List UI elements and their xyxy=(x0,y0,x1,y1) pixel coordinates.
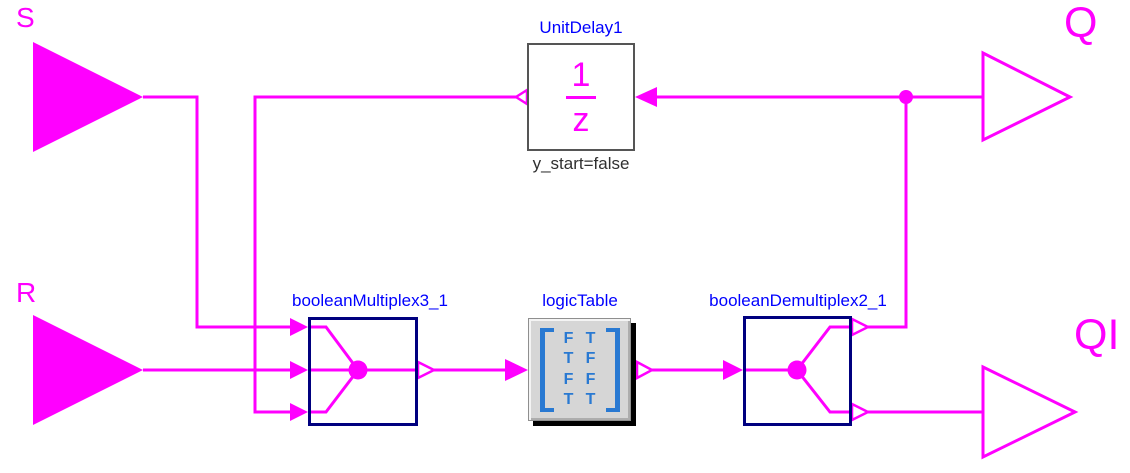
demux-input-port[interactable] xyxy=(723,360,743,380)
connection-demux-to-delay[interactable] xyxy=(657,95,908,329)
table-cell: F xyxy=(585,370,596,388)
unit-delay-name-label: UnitDelay1 xyxy=(539,18,623,37)
s-input-connector[interactable] xyxy=(33,42,143,152)
table-input-port[interactable] xyxy=(505,359,528,381)
mux-input-port-2[interactable] xyxy=(290,361,308,379)
mux-input-port-3[interactable] xyxy=(290,403,308,421)
unit-delay-block[interactable]: 1 z xyxy=(527,43,635,151)
table-cell: F xyxy=(585,350,596,368)
junction-dot xyxy=(899,90,913,104)
q-connector-label: Q xyxy=(1064,0,1098,47)
demux-output-port-1[interactable] xyxy=(850,316,871,338)
table-cell: T xyxy=(563,350,574,368)
mux-node-dot xyxy=(348,360,368,380)
table-cell: F xyxy=(563,370,574,388)
table-column-2: T F F T xyxy=(584,329,598,409)
boolean-multiplex-block[interactable] xyxy=(308,317,418,426)
logic-table-name-label: logicTable xyxy=(542,291,618,310)
boolean-demultiplex-block[interactable] xyxy=(743,316,852,426)
fraction-bar xyxy=(566,95,596,99)
mux-input-port-1[interactable] xyxy=(290,318,308,336)
table-cell: T xyxy=(563,391,574,409)
demux-output-port-2[interactable] xyxy=(850,401,871,423)
r-input-connector[interactable] xyxy=(33,315,143,425)
table-output-port[interactable] xyxy=(635,359,655,381)
unit-delay-parameter-label: y_start=false xyxy=(532,154,630,173)
connection-s-to-mux[interactable] xyxy=(143,95,290,329)
table-column-1: F T F T xyxy=(562,329,576,409)
logic-table-block[interactable]: F T F T T F F T xyxy=(528,318,631,421)
boolean-demultiplex-name-label: booleanDemultiplex2_1 xyxy=(709,291,887,310)
delay-output-port[interactable] xyxy=(513,87,529,107)
mux-internal-lines xyxy=(308,325,418,414)
demux-node-dot xyxy=(787,360,807,380)
mux-output-port[interactable] xyxy=(416,359,437,381)
s-connector-label: S xyxy=(16,2,35,33)
table-cell: T xyxy=(585,391,596,409)
qi-output-connector[interactable] xyxy=(981,364,1079,460)
r-connector-label: R xyxy=(16,277,37,308)
table-bracket-right-icon xyxy=(605,327,620,412)
table-cell: F xyxy=(563,329,574,347)
boolean-multiplex-name-label: booleanMultiplex3_1 xyxy=(292,291,448,310)
q-output-connector[interactable] xyxy=(981,50,1074,143)
table-cell: T xyxy=(585,329,596,347)
qi-connector-label: QI xyxy=(1074,311,1120,359)
unit-delay-denominator: z xyxy=(572,100,590,139)
unit-delay-numerator: 1 xyxy=(571,55,591,94)
table-bracket-left-icon xyxy=(539,327,554,412)
connection-delay-out-to-mux[interactable] xyxy=(253,95,516,414)
delay-input-port[interactable] xyxy=(635,87,657,107)
